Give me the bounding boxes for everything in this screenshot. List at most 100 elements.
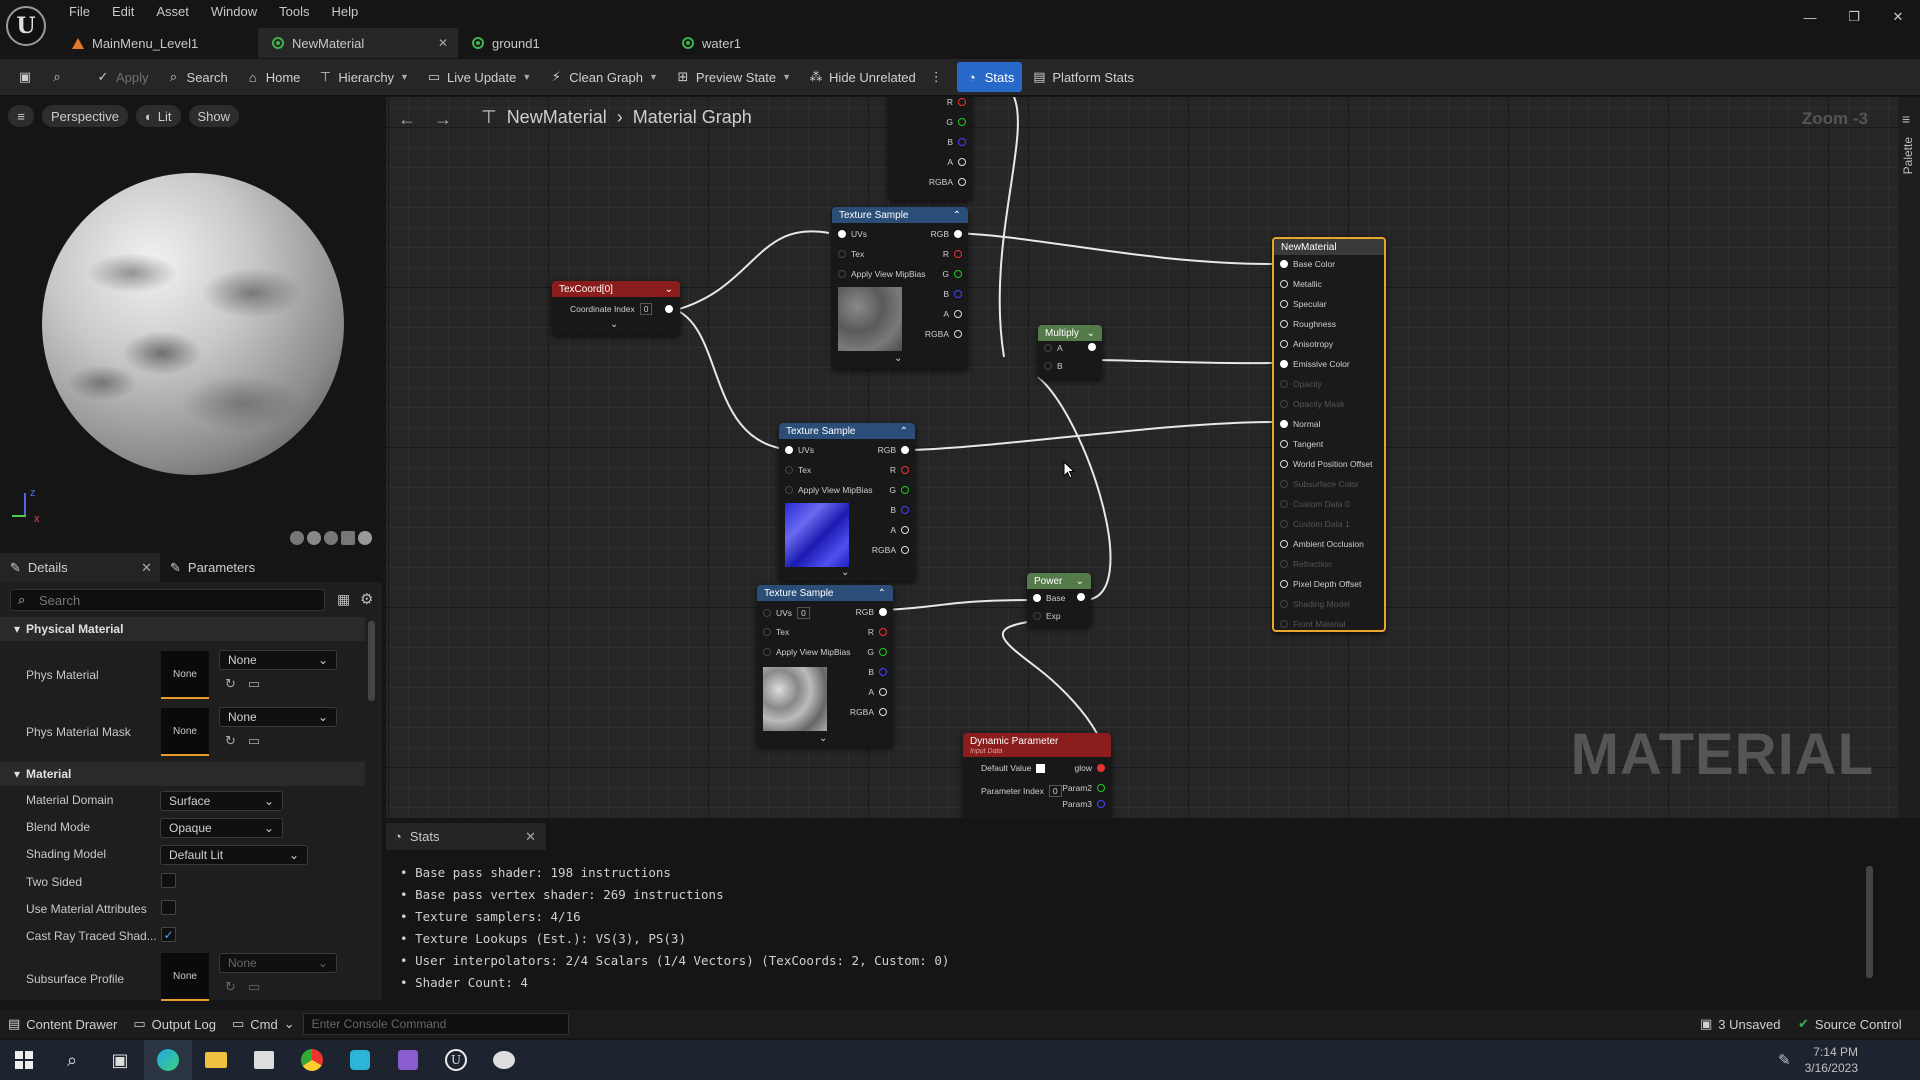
node-top-partial[interactable]: R G B A RGBA <box>888 97 972 200</box>
pin-r[interactable]: R <box>890 465 909 475</box>
subsurface-profile-thumbnail[interactable]: None <box>161 953 209 1001</box>
pin-tex[interactable]: Tex <box>785 465 811 475</box>
pin-a[interactable]: A <box>943 309 962 319</box>
pin-a[interactable]: A <box>947 157 966 167</box>
node-texture-sample-2[interactable]: Texture Sample⌃ UVs Tex Apply View MipBi… <box>779 423 915 581</box>
chevron-down-icon[interactable]: ⌄ <box>1075 575 1084 587</box>
pin-world-position-offset[interactable]: World Position Offset <box>1280 459 1373 469</box>
pin-a[interactable]: A <box>868 687 887 697</box>
source-control-button[interactable]: ✔Source Control <box>1790 1010 1910 1038</box>
cmd-dropdown[interactable]: ▭Cmd⌄ <box>224 1010 303 1038</box>
pin-a[interactable]: A <box>890 525 909 535</box>
stats-button[interactable]: ◔Stats <box>956 62 1023 92</box>
cylinder-preview-icon[interactable] <box>290 531 304 545</box>
close-icon[interactable]: ✕ <box>525 828 536 844</box>
pin-ambient-occlusion[interactable]: Ambient Occlusion <box>1280 539 1364 549</box>
pin-specular[interactable]: Specular <box>1280 299 1327 309</box>
pin-tex[interactable]: Tex <box>763 627 789 637</box>
search-icon[interactable]: ⌕ <box>66 1049 78 1070</box>
section-physical-material[interactable]: ▾Physical Material <box>0 617 365 641</box>
preview-state-button[interactable]: ⊞Preview State▼ <box>668 62 799 92</box>
pin-b[interactable]: B <box>1044 361 1063 371</box>
pin-base[interactable]: Base <box>1033 593 1065 603</box>
pin-base-color[interactable]: Base Color <box>1280 259 1335 269</box>
pin-b[interactable]: B <box>868 667 887 677</box>
pin-a[interactable]: A <box>1044 343 1063 353</box>
node-power[interactable]: Power⌄ Base Exp <box>1027 573 1091 627</box>
pin-uvs[interactable]: UVs <box>838 229 867 239</box>
pin-output[interactable] <box>1077 593 1085 601</box>
edge-browser-icon[interactable] <box>144 1040 192 1080</box>
phys-material-combo[interactable]: None⌄ <box>219 650 337 670</box>
console-command-input[interactable]: Enter Console Command <box>302 1013 569 1035</box>
apply-button[interactable]: ✓Apply <box>88 62 157 92</box>
blend-mode-combo[interactable]: Opaque⌄ <box>160 818 283 838</box>
chevron-down-icon[interactable]: ⌄ <box>841 567 850 578</box>
node-material-result[interactable]: NewMaterial Base Color Metallic Specular… <box>1272 237 1386 632</box>
breadcrumb-child[interactable]: Material Graph <box>632 107 752 127</box>
chevron-down-icon[interactable]: ⌄ <box>610 319 619 330</box>
pin-param3[interactable]: Param3 <box>1062 799 1105 809</box>
param-index-value[interactable]: 0 <box>1048 785 1062 797</box>
hierarchy-button[interactable]: ⊤Hierarchy▼ <box>310 62 417 92</box>
pin-r[interactable]: R <box>943 249 962 259</box>
chevron-up-icon[interactable]: ⌃ <box>899 425 908 437</box>
browse-folder-icon[interactable]: ▭ <box>247 733 261 748</box>
pin-glow[interactable]: glow <box>1075 763 1105 773</box>
coord-index-value[interactable]: 0 <box>639 303 653 315</box>
pin-metallic[interactable]: Metallic <box>1280 279 1322 289</box>
pin-tex[interactable]: Tex <box>838 249 864 259</box>
pin-rgba[interactable]: RGBA <box>850 707 887 717</box>
store-icon[interactable] <box>240 1040 288 1080</box>
tab-ground1[interactable]: ground1 <box>458 28 668 58</box>
pin-output[interactable] <box>1088 343 1096 351</box>
minimize-icon[interactable]: — <box>1803 9 1817 25</box>
windows-start-icon[interactable] <box>0 1040 48 1080</box>
phys-material-mask-thumbnail[interactable]: None <box>161 708 209 756</box>
pin-rgb[interactable]: RGB <box>931 229 962 239</box>
subsurface-profile-combo[interactable]: None⌄ <box>219 953 337 973</box>
show-button[interactable]: Show <box>188 105 240 127</box>
tab-mainmenu-level1[interactable]: MainMenu_Level1 <box>58 28 258 58</box>
use-material-attributes-checkbox[interactable] <box>161 900 176 915</box>
stats-scrollbar[interactable] <box>1866 866 1873 978</box>
browse-folder-icon[interactable]: ▭ <box>247 979 261 994</box>
pin-b[interactable]: B <box>943 289 962 299</box>
pin-rgba[interactable]: RGBA <box>925 329 962 339</box>
sphere-preview-icon[interactable] <box>307 531 321 545</box>
tab-stats[interactable]: ◔ Stats ✕ <box>386 823 546 850</box>
pin-param2[interactable]: Param2 <box>1062 783 1105 793</box>
unknown-app-icon[interactable] <box>336 1040 384 1080</box>
pin-b[interactable]: B <box>890 505 909 515</box>
forward-arrow-icon[interactable]: → <box>434 109 452 129</box>
pin-pixel-depth-offset[interactable]: Pixel Depth Offset <box>1280 579 1361 589</box>
pin-b[interactable]: B <box>947 137 966 147</box>
live-update-button[interactable]: ▭Live Update▼ <box>419 62 539 92</box>
unreal-logo[interactable]: U <box>6 6 46 46</box>
chrome-icon[interactable] <box>288 1040 336 1080</box>
chevron-down-icon[interactable]: ⌄ <box>819 733 828 744</box>
pin-mipbias[interactable]: Apply View MipBias <box>838 269 926 279</box>
menu-window[interactable]: Window <box>210 3 258 19</box>
palette-menu-icon[interactable]: ≡ <box>1902 111 1911 127</box>
cast-ray-traced-checkbox[interactable]: ✓ <box>161 927 176 942</box>
two-sided-checkbox[interactable] <box>161 873 176 888</box>
pin-normal[interactable]: Normal <box>1280 419 1320 429</box>
chevron-down-icon[interactable]: ⌄ <box>664 283 673 295</box>
pin-rgb[interactable]: RGB <box>856 607 887 617</box>
pin-tangent[interactable]: Tangent <box>1280 439 1323 449</box>
pin-emissive-color[interactable]: Emissive Color <box>1280 359 1350 369</box>
hamburger-icon[interactable]: ≡ <box>8 105 34 127</box>
chevron-down-icon[interactable]: ⌄ <box>1086 327 1095 339</box>
pin-g[interactable]: G <box>889 485 909 495</box>
phys-material-mask-combo[interactable]: None⌄ <box>219 707 337 727</box>
reset-icon[interactable]: ↻ <box>225 979 236 994</box>
uvs-value[interactable]: 0 <box>797 607 810 619</box>
menu-edit[interactable]: Edit <box>111 3 135 19</box>
grid-view-icon[interactable]: ▦ <box>337 591 351 607</box>
pin-rgba[interactable]: RGBA <box>929 177 966 187</box>
content-drawer-button[interactable]: ▤Content Drawer <box>0 1010 125 1038</box>
